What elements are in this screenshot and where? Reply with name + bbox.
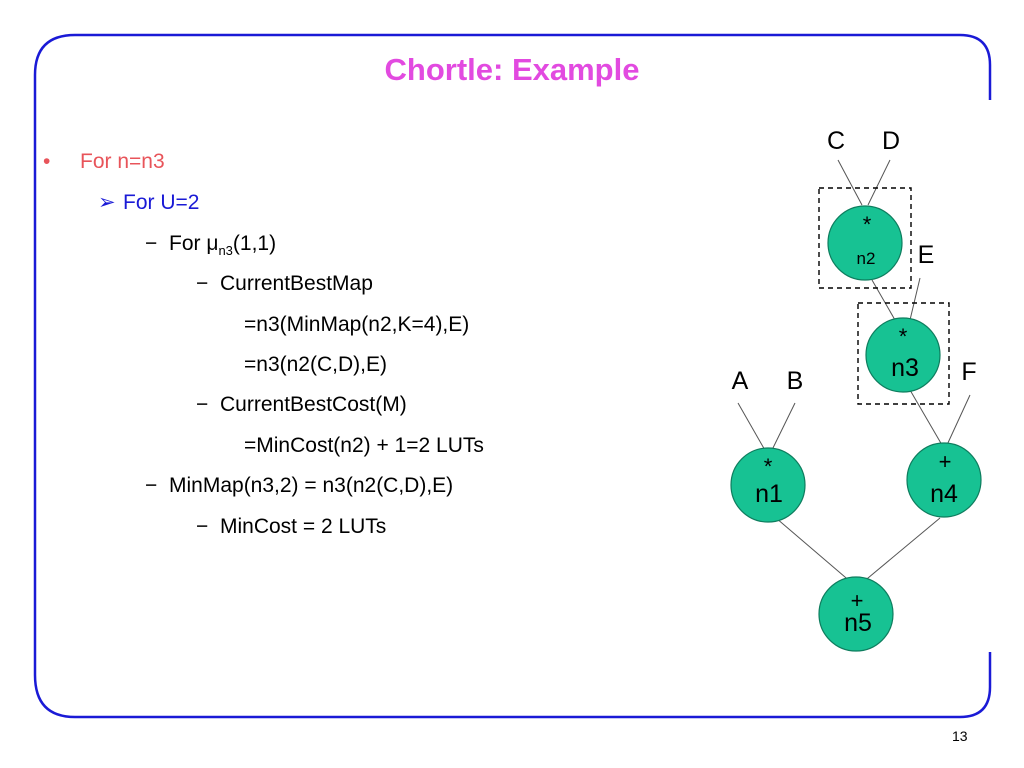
node-n5: [818, 576, 894, 652]
input-label-a: A: [732, 367, 749, 395]
edge-n1-n5: [775, 517, 853, 584]
edge-f-n4: [946, 394, 971, 446]
edge-n4-n5: [861, 517, 941, 584]
node-n5-label: n5: [844, 609, 872, 637]
node-n3-label: n3: [891, 354, 919, 382]
input-label-c: C: [827, 127, 845, 155]
cluster-box-n3: [857, 302, 950, 405]
node-n4-op: +: [939, 449, 952, 474]
input-label-b: B: [787, 367, 804, 395]
outline-line-10: −MinCost = 2 LUTs: [196, 515, 387, 538]
bullet-dash: −: [196, 393, 209, 416]
input-label-e: E: [918, 241, 935, 269]
node-n4: [906, 442, 982, 518]
outline-line-4: −CurrentBestMap: [196, 272, 373, 295]
node-n5-op: +: [851, 588, 864, 613]
cluster-box-n2: [818, 187, 912, 289]
node-n1: [730, 447, 806, 523]
node-n2: [827, 205, 903, 281]
bullet-dash: −: [145, 474, 158, 497]
bullet-dot: •: [43, 150, 51, 173]
bullet-dash: −: [196, 515, 209, 538]
edge-n3-n4: [909, 389, 943, 446]
outline-line-3: −For μn3(1,1): [145, 232, 277, 259]
outline-line-6: =n3(n2(C,D),E): [244, 353, 387, 376]
edge-n2-n3: [871, 279, 896, 321]
bullet-dash: −: [196, 272, 209, 295]
page-number: 13: [952, 728, 968, 744]
outline-line-1: •For n=n3: [43, 150, 165, 173]
edge-b-n1: [770, 402, 796, 453]
frame-border: [33, 33, 992, 719]
outline-line-5: =n3(MinMap(n2,K=4),E): [244, 313, 470, 336]
outline-line-2: ➢For U=2: [98, 191, 200, 214]
edge-d-n2: [867, 159, 891, 206]
input-label-f: F: [961, 358, 976, 386]
outline-line-9: −MinMap(n3,2) = n3(n2(C,D),E): [145, 474, 454, 497]
node-n2-op: *: [863, 212, 872, 237]
bullet-arrow-icon: ➢: [98, 191, 116, 214]
node-n1-op: *: [764, 454, 773, 479]
outline-line-8: =MinCost(n2) + 1=2 LUTs: [244, 434, 484, 457]
node-n3-op: *: [899, 324, 908, 349]
node-n2-label: n2: [857, 249, 876, 268]
edge-e-n3: [909, 277, 921, 321]
bullet-dash: −: [145, 232, 158, 255]
node-n3: [865, 317, 941, 393]
edge-c-n2: [837, 159, 863, 206]
edge-a-n1: [737, 402, 767, 453]
input-label-d: D: [882, 127, 900, 155]
node-n1-label: n1: [755, 480, 783, 508]
node-n4-label: n4: [930, 480, 958, 508]
outline-line-7: −CurrentBestCost(M): [196, 393, 407, 416]
slide-title: Chortle: Example: [384, 52, 640, 87]
